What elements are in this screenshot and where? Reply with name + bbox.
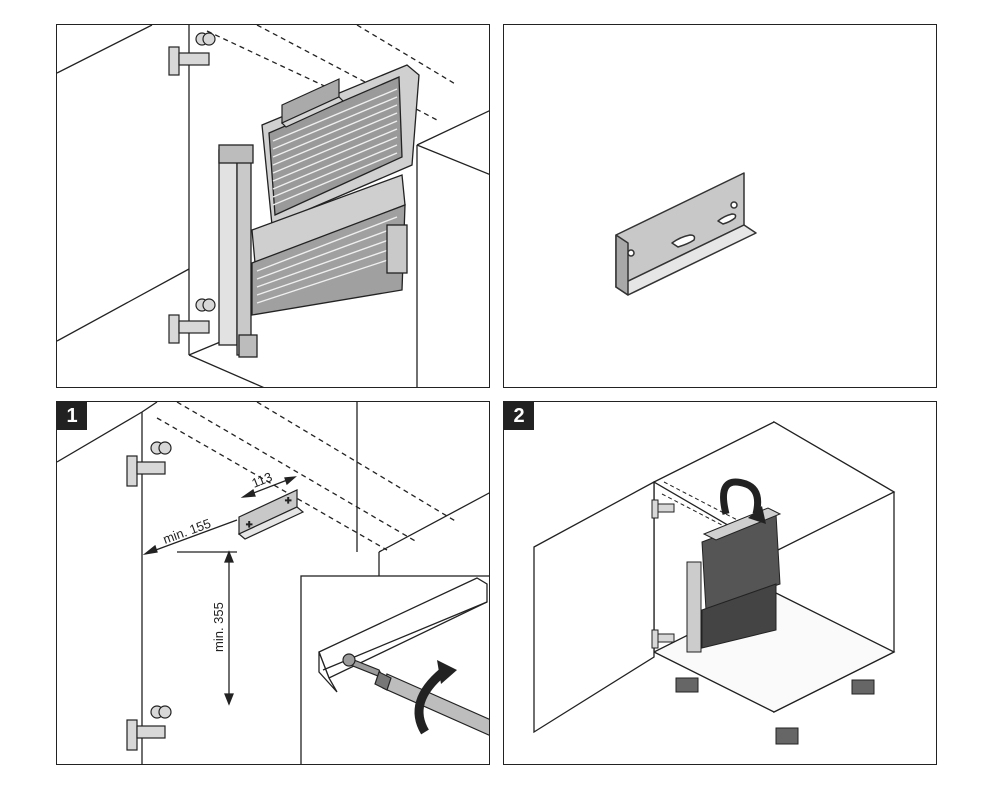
panel-overview [56,24,490,388]
mounting-bracket-icon: + + [237,489,305,540]
step-2-illustration [533,420,896,745]
step-1-illustration: + + 113 min. 155 min. 355 [57,402,489,764]
hinge-icon [168,298,216,344]
step-number-badge: 1 [57,402,87,430]
hinge-icon [126,705,172,751]
dimension-min-355: min. 355 [211,602,226,652]
screwdriver-icon [374,671,489,736]
hinge-icon [126,441,172,487]
dimension-min-155: min. 155 [161,516,213,547]
dimension-113: 113 [250,469,275,491]
hinge-icon [651,499,675,519]
rotate-arrow-icon [414,668,446,735]
panel-step-1: + + 113 min. 155 min. 355 1 [56,401,490,765]
rotate-arrow-icon [720,478,762,515]
bracket-detail-illustration [615,172,757,296]
svg-text:+: + [285,495,291,507]
hinge-icon [651,629,675,649]
hinge-icon [168,32,216,76]
svg-text:+: + [246,519,252,531]
folding-step-stool-icon [218,64,420,358]
mounting-bracket-icon [615,172,757,296]
panel-bracket-detail [503,24,937,388]
overview-illustration [57,25,489,387]
screw-detail-inset [300,575,489,764]
mounting-bracket-icon [280,78,345,128]
step-number-badge: 2 [504,402,534,430]
cabinet-feet [675,677,875,745]
folding-step-stool-icon [686,507,782,653]
panel-step-2: 2 [503,401,937,765]
